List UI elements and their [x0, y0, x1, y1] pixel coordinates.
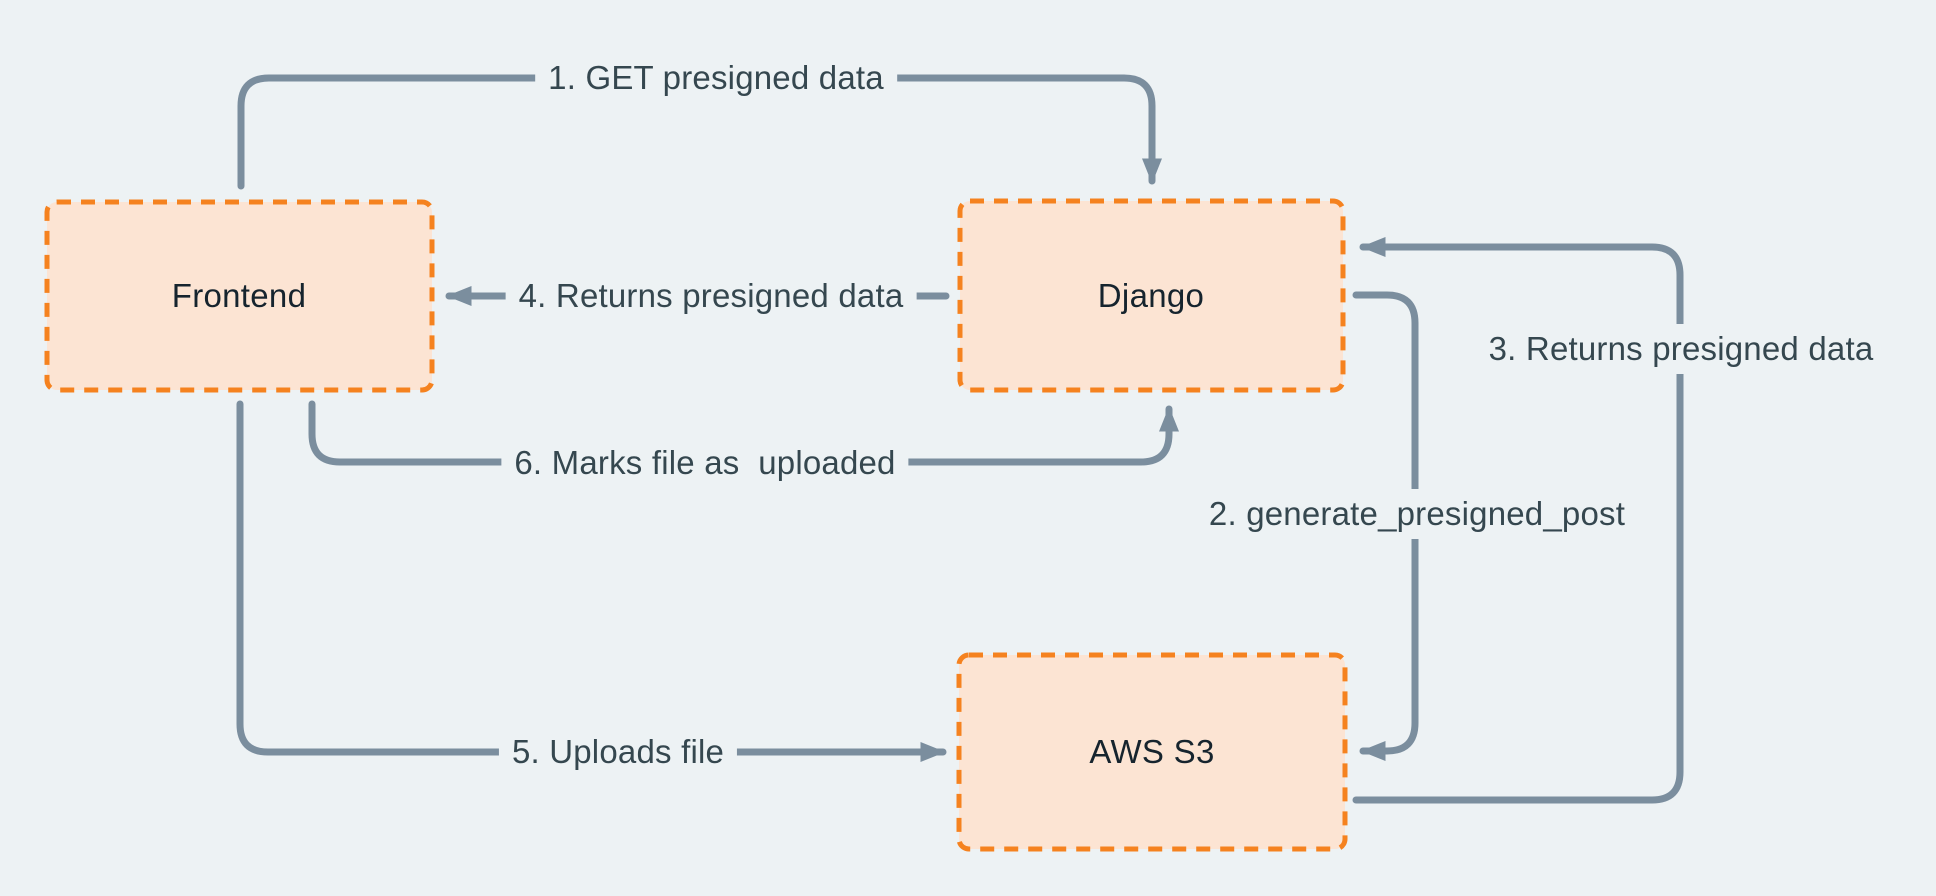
- node-frontend-label: Frontend: [171, 277, 307, 314]
- node-django-label: Django: [1097, 277, 1205, 314]
- node-frontend-box: [44, 199, 435, 393]
- edge-6-label: 6. Marks file as uploaded: [501, 438, 909, 488]
- edge-3-label: 3. Returns presigned data: [1475, 324, 1887, 374]
- edge-5-uploads-file: [236, 400, 947, 763]
- edge-1-label: 1. GET presigned data: [535, 53, 897, 103]
- node-aws-s3-label: AWS S3: [1089, 733, 1215, 770]
- node-django-box: [957, 198, 1346, 393]
- edge-4-label: 4. Returns presigned data: [505, 271, 917, 321]
- edge-2-label: 2. generate_presigned_post: [1195, 489, 1639, 539]
- edge-5-label: 5. Uploads file: [498, 727, 738, 777]
- edge-3-returns-presigned-data: [1352, 236, 1684, 804]
- node-aws-s3-box: [956, 652, 1348, 852]
